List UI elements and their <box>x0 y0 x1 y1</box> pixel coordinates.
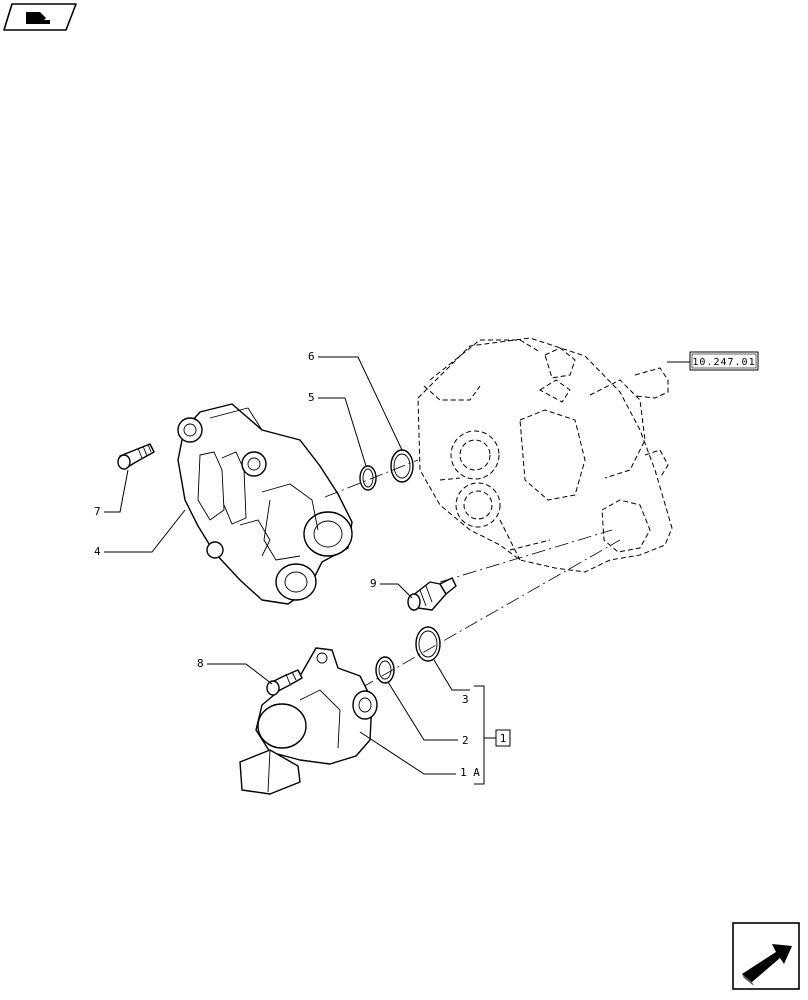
callout-3: 3 <box>462 693 469 706</box>
callout-7: 7 <box>94 505 101 518</box>
callout-4: 4 <box>94 545 101 558</box>
pump-reference-box[interactable]: 10.247.01 <box>667 351 759 371</box>
callout-1a: 1 A <box>460 766 480 779</box>
callout-1-box: 1 <box>495 729 511 747</box>
callout-6: 6 <box>308 350 315 363</box>
book-navigation-icon[interactable] <box>3 3 77 31</box>
sensor-part-9 <box>407 577 457 611</box>
o-ring-part-3 <box>415 626 441 662</box>
callout-9: 9 <box>370 577 377 590</box>
valve-housing-part-4 <box>177 403 353 605</box>
leader-lines <box>104 356 496 785</box>
callout-8: 8 <box>197 657 204 670</box>
next-page-arrow-icon[interactable] <box>732 922 800 990</box>
screw-part-8 <box>266 669 303 696</box>
pump-body-reference <box>417 337 673 573</box>
pump-reference-label: 10.247.01 <box>692 357 755 368</box>
callout-1: 1 <box>500 732 507 745</box>
pressure-regulator-part-1a <box>239 647 378 795</box>
callout-5: 5 <box>308 391 315 404</box>
callout-2: 2 <box>462 734 469 747</box>
screw-part-7 <box>117 443 155 470</box>
